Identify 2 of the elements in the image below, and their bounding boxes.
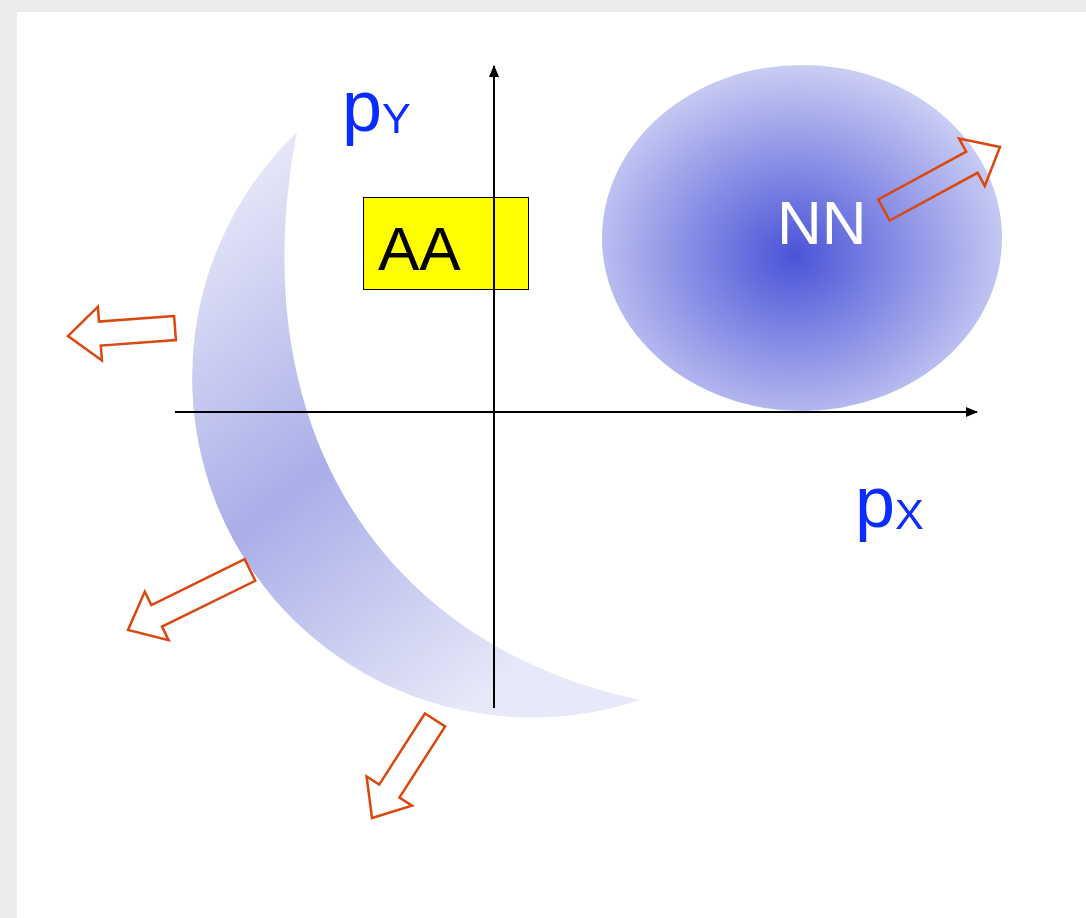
label-box: AA	[363, 197, 529, 290]
blob-label: NN	[777, 192, 867, 254]
